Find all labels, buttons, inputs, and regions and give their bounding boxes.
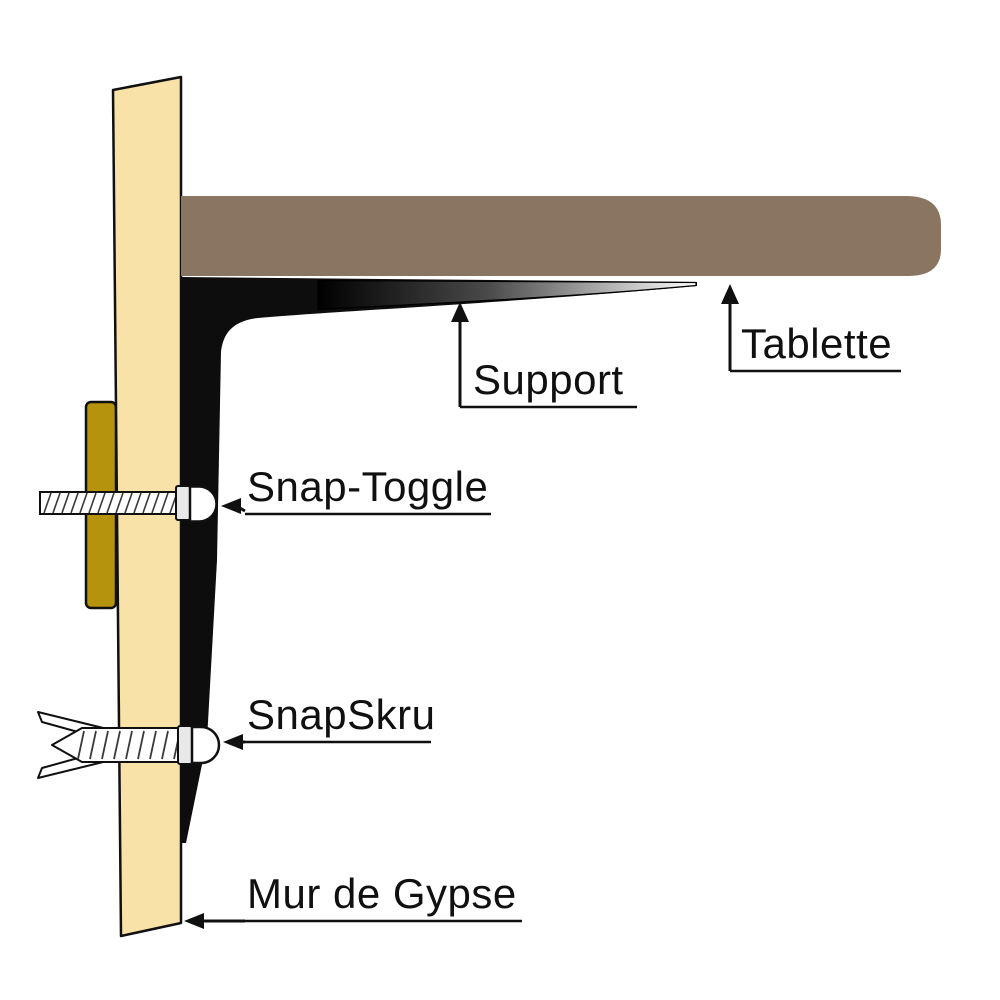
- snap-toggle-anchor: [39, 485, 218, 523]
- support-label: Support: [473, 356, 624, 403]
- callout-tablette: Tablette: [721, 284, 901, 373]
- callout-snapskru: SnapSkru: [223, 691, 435, 750]
- callout-mur-de-gypse: Mur de Gypse: [184, 870, 522, 929]
- mur-de-gypse-arrowhead: [184, 913, 204, 929]
- snap-toggle-head: [188, 485, 218, 523]
- shelf-tablette: [181, 196, 941, 276]
- support-arrowhead: [451, 302, 469, 322]
- snap-toggle-threads: [43, 492, 178, 514]
- callout-support: Support: [451, 302, 637, 409]
- snapskru-head: [190, 725, 221, 765]
- snap-toggle-collar: [175, 485, 191, 521]
- snap-toggle-arrowhead: [221, 498, 241, 514]
- snapskru-label: SnapSkru: [247, 691, 435, 738]
- snap-toggle-label: Snap-Toggle: [247, 463, 488, 510]
- tablette-arrowhead: [721, 284, 739, 304]
- bracket-arm-gradient: [317, 279, 697, 311]
- mur-de-gypse-label: Mur de Gypse: [247, 870, 517, 917]
- snapskru-collar: [177, 725, 193, 765]
- callout-snap-toggle: Snap-Toggle: [221, 463, 491, 516]
- snapskru-arrowhead: [223, 734, 243, 750]
- tablette-label: Tablette: [741, 320, 892, 367]
- snapskru-anchor: [37, 711, 221, 779]
